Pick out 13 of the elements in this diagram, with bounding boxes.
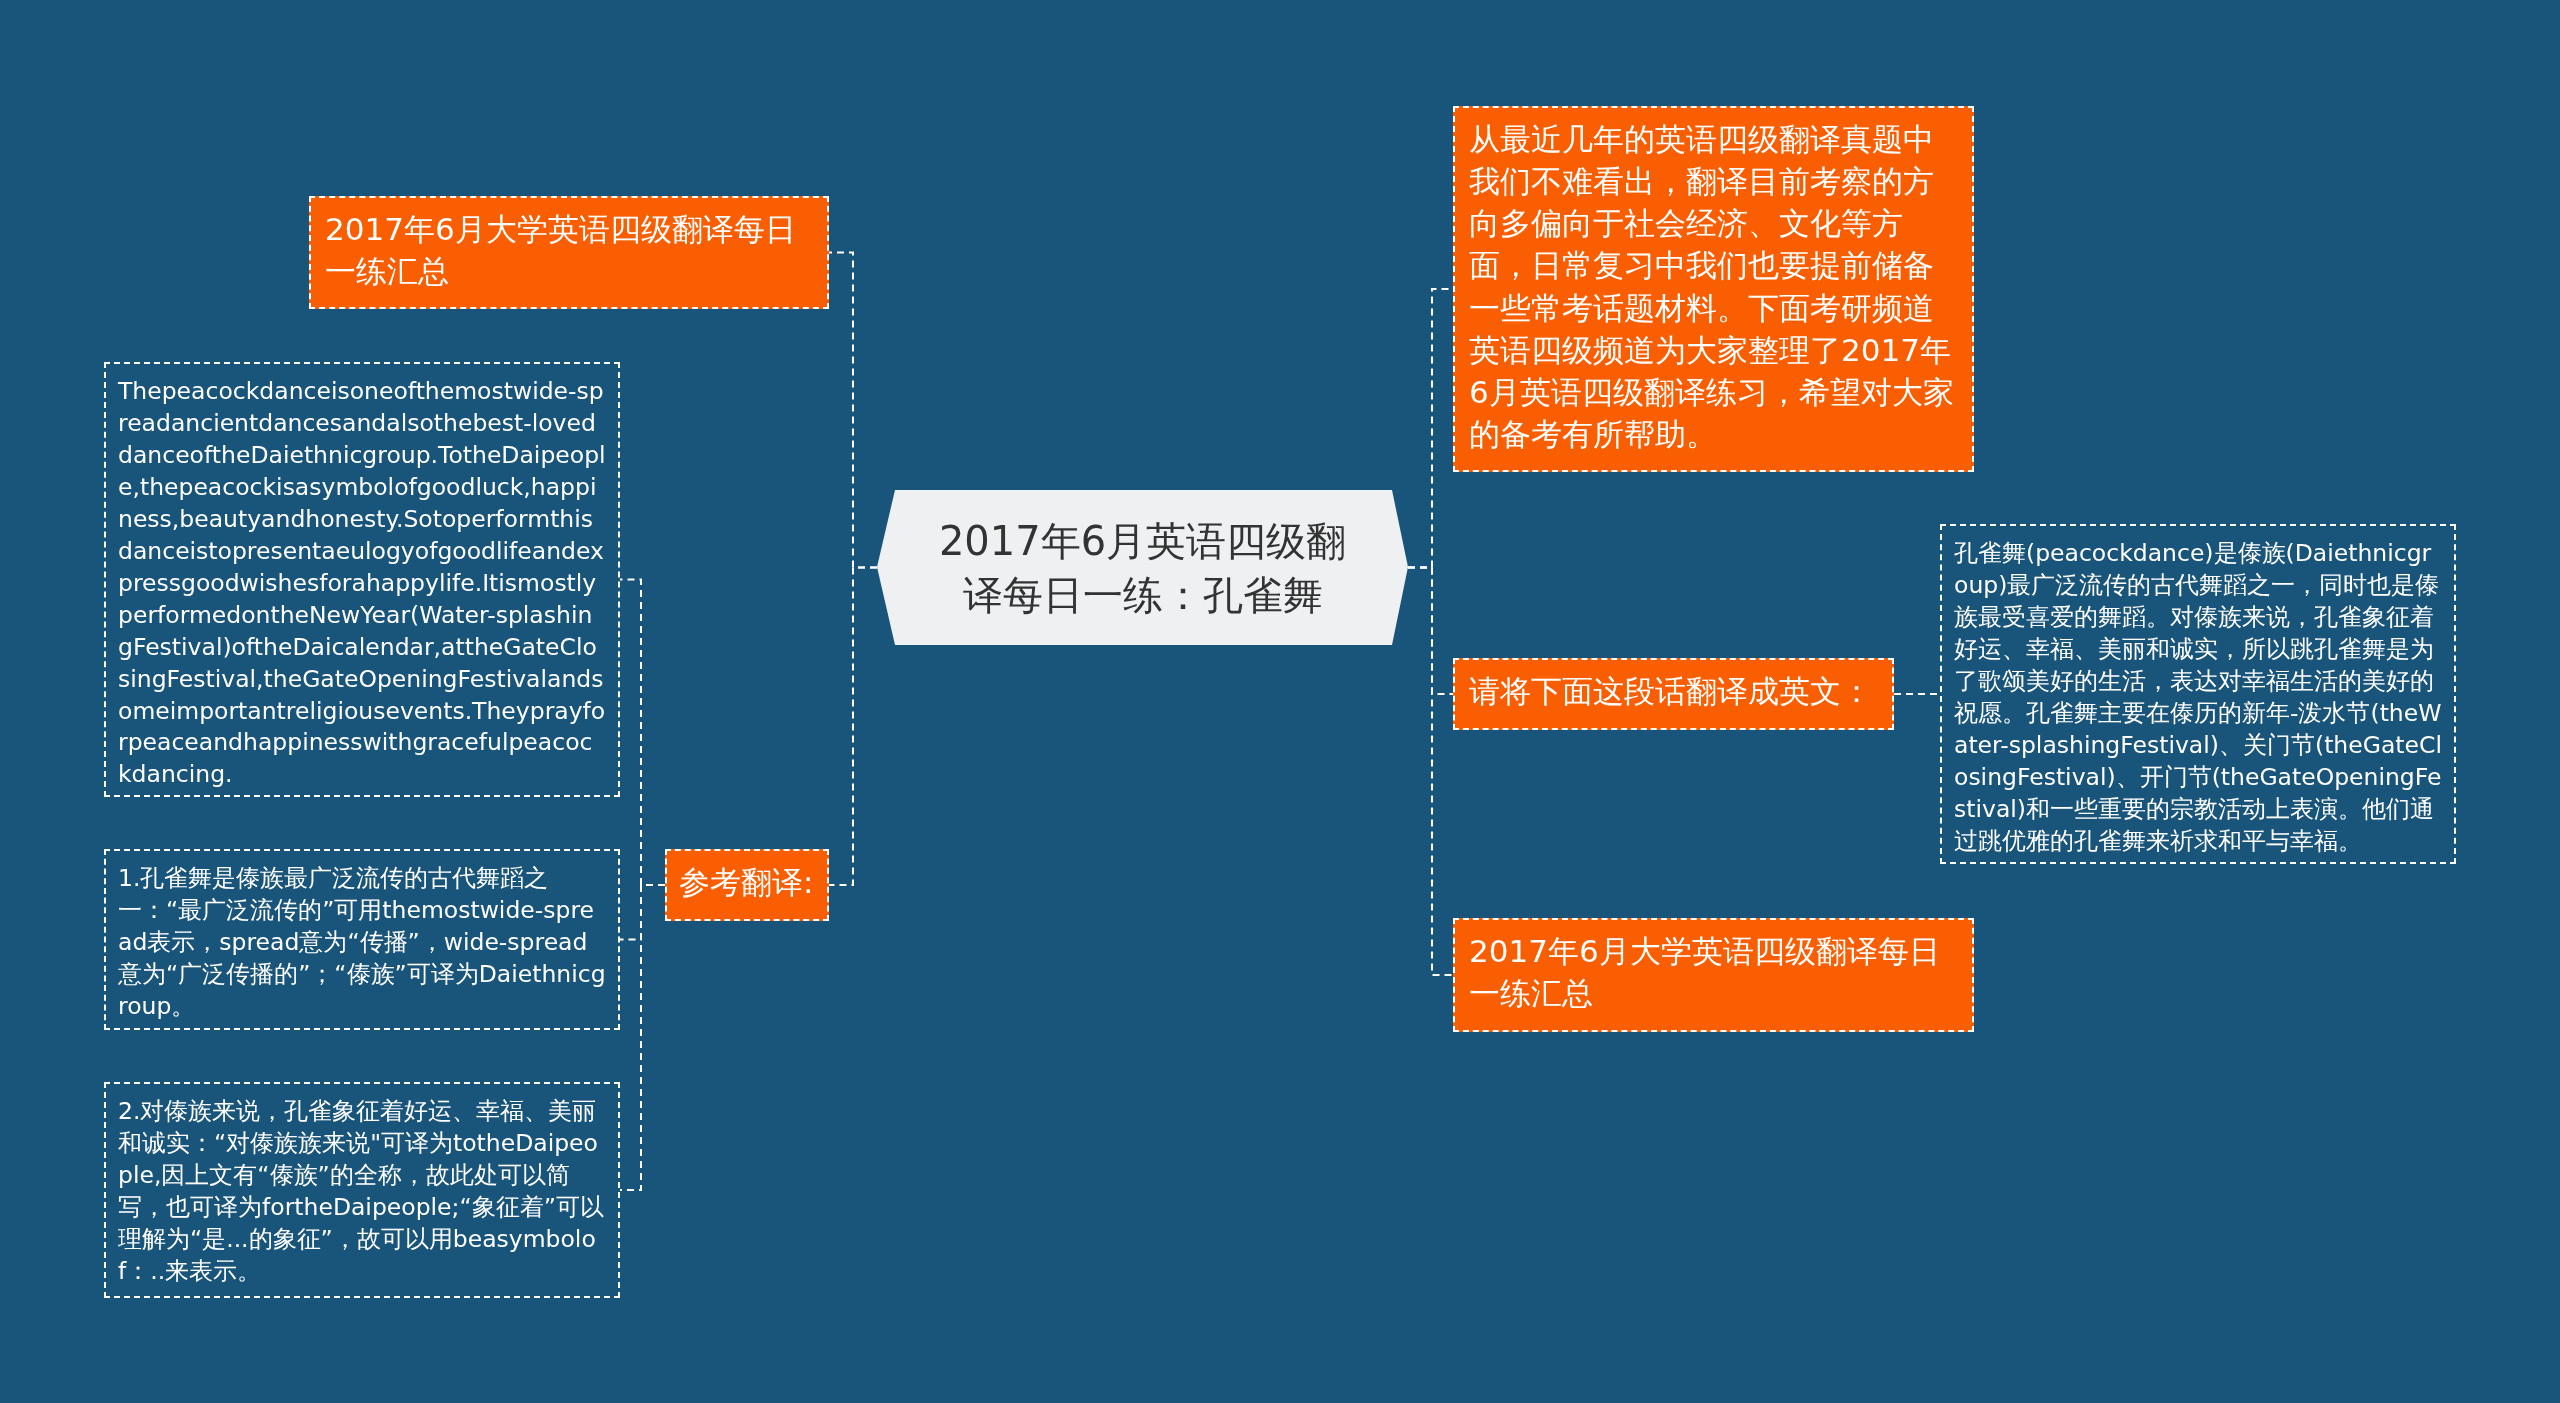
central-topic: 2017年6月英语四级翻译每日一练：孔雀舞 <box>877 490 1408 645</box>
text-box: Thepeacockdanceisoneofthemostwide-spreadancientdancesandalsothebest-loveddanceoftheDaiethnicgroup.TotheDaipeople,thepeacockisasymbolofgoodluck,happiness,beautyandhonesty.Sotoperformthisdanceistopresentaeulogyofgoodlifeandexpressgoodwishesforahappylife.ItismostlyperformedontheNewYear(Water-splashingFestival)oftheDaicalendar,attheGateClosingFestival,theGateOpeningFestivalandsomeimportantreligiousevents.Theyprayforpeaceandhappinesswithgracefulpeacockdancing. <box>104 362 620 797</box>
connector-line <box>619 884 666 1191</box>
topic-box: 2017年6月大学英语四级翻译每日一练汇总 <box>309 196 829 309</box>
connector-line <box>828 566 878 886</box>
text-box: 2.对傣族来说，孔雀象征着好运、幸福、美丽和诚实：“对傣族族来说"可译为totheDaipeople,因上文有“傣族”的全称，故此处可以简写，也可译为fortheDaipeople;“象征着”可以理解为“是...的象征”，故可以用beasymbolof：..来表示。 <box>104 1082 620 1298</box>
topic-box: 请将下面这段话翻译成英文： <box>1453 658 1894 730</box>
text-box: 1.孔雀舞是傣族最广泛流传的古代舞蹈之一：“最广泛流传的”可用themostwide-spread表示，spread意为“传播”，wide-spread意为“广泛传播的”；“傣族”可译为Daiethnicgroup。 <box>104 849 620 1030</box>
topic-box: 从最近几年的英语四级翻译真题中我们不难看出，翻译目前考察的方向多偏向于社会经济、文化等方面，日常复习中我们也要提前储备一些常考话题材料。下面考研频道英语四级频道为大家整理了2017年6月英语四级翻译练习，希望对大家的备考有所帮助。 <box>1453 106 1974 472</box>
topic-box: 2017年6月大学英语四级翻译每日一练汇总 <box>1453 918 1974 1032</box>
topic-box: 参考翻译: <box>665 849 829 921</box>
connector-line <box>1407 566 1454 976</box>
text-box: 孔雀舞(peacockdance)是傣族(Daiethnicgroup)最广泛流传的古代舞蹈之一，同时也是傣族最受喜爱的舞蹈。对傣族来说，孔雀象征着好运、幸福、美丽和诚实，所以跳孔雀舞是为了歌颂美好的生活，表达对幸福生活的美好的祝愿。孔雀舞主要在傣历的新年-泼水节(theWater-splashingFestival)、关门节(theGateClosingFestival)、开门节(theGateOpeningFestival)和一些重要的宗教活动上表演。他们通过跳优雅的孔雀舞来祈求和平与幸福。 <box>1940 524 2456 864</box>
